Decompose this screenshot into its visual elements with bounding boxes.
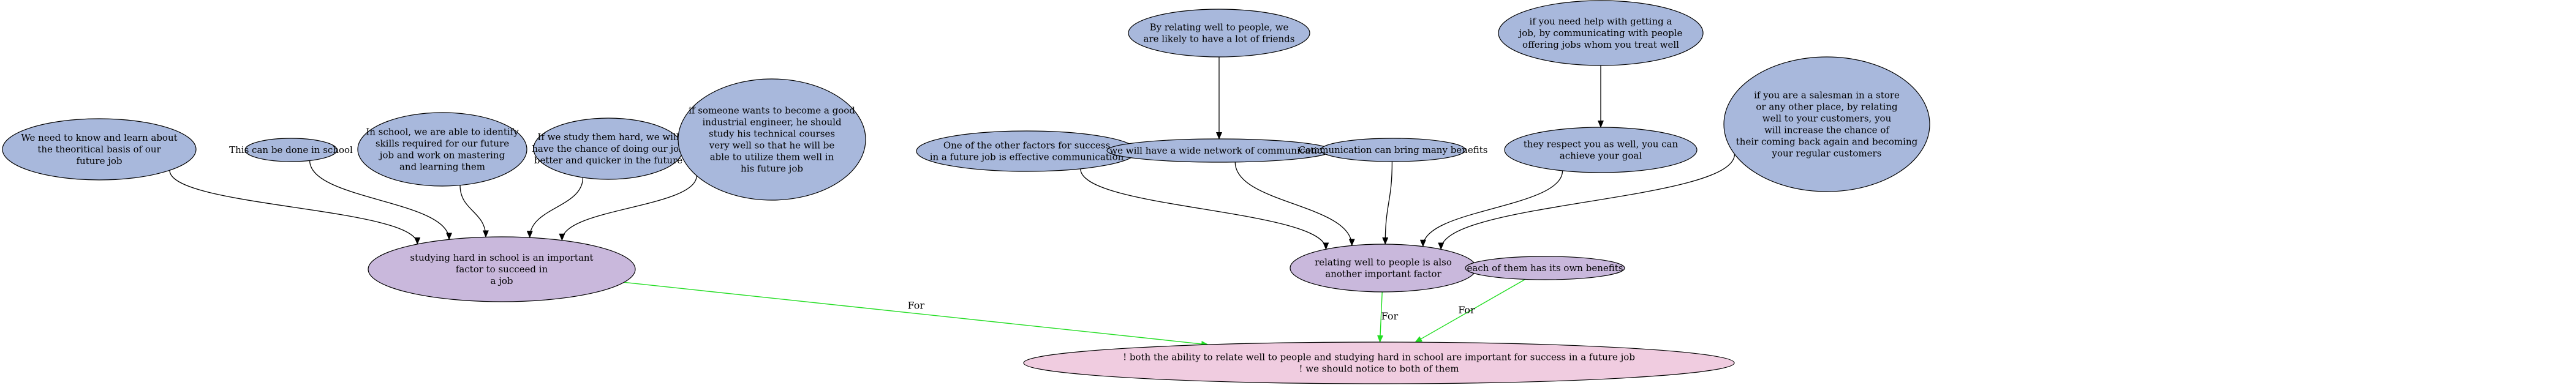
claim-node-text-line: studying hard in school is an important (410, 252, 593, 263)
conclusion-node-shape (1023, 341, 1735, 384)
edge-n12-to-c2 (1438, 154, 1736, 250)
premise-node-text-line: his future job (741, 163, 803, 174)
edge-n6-to-c2 (1080, 168, 1329, 250)
claim-node-text-line: each of them has its own benefits (1467, 263, 1623, 274)
premise-node-text-line: Communication can bring many benefits (1299, 144, 1488, 155)
premise-node-text-line: We need to know and learn about (21, 132, 177, 143)
edge-n9-to-c2 (1382, 161, 1393, 245)
claim-node-studying-hard-in-school-is-an-important: studying hard in school is an importantf… (368, 236, 636, 302)
premise-node-text-line: skills required for our future (376, 138, 509, 149)
claim-node-text-line: a job (491, 275, 513, 286)
edge-n4-to-c1 (526, 177, 584, 239)
premise-node-text-line: have the chance of doing our job (532, 143, 685, 154)
claim-node-shape (368, 236, 636, 302)
conclusion-node-both-the-ability-to-relate-well-to-peopl: ! both the ability to relate well to peo… (1023, 341, 1735, 384)
conclusion-node-text-line: ! we should notice to both of them (1299, 364, 1459, 375)
premise-node-text-line: job and work on mastering (379, 150, 505, 161)
edge-n1-to-c1 (169, 170, 421, 245)
premise-node-text-line: industrial engineer, he should (702, 117, 841, 128)
premise-node-text-line: One of the other factors for success (943, 140, 1110, 151)
premise-node-text-line: future job (77, 155, 123, 166)
premise-node-text-line: their coming back again and becoming (1736, 136, 1918, 147)
premise-node-shape (1128, 9, 1310, 58)
claim-node-text-line: factor to succeed in (456, 264, 548, 275)
premise-node-shape (1320, 138, 1466, 162)
premise-node-text-line: the theoritical basis of our (37, 144, 161, 155)
premise-node-text-line: very well so that he will be (709, 140, 835, 151)
premise-node-text-line: if you need help with getting a (1530, 16, 1672, 27)
premise-node-text-line: are likely to have a lot of friends (1144, 34, 1295, 45)
premise-node-in-school-we-are-able-to-identify: In school, we are able to identifyskills… (357, 112, 527, 187)
premise-node-text-line: This can be done in school (229, 144, 353, 155)
edge-c1-to-mc (624, 282, 1209, 347)
premise-node-we-will-have-a-wide-network-of-communica: we will have a wide network of communica… (1106, 138, 1332, 163)
edge-label-c3: For (1458, 304, 1475, 316)
premise-node-shape (2, 118, 197, 181)
edge-n5-to-c1 (559, 176, 697, 241)
premise-node-text-line: In school, we are able to identify (366, 127, 519, 138)
edge-c3-to-mc (1415, 278, 1526, 343)
edge-label-c1: For (908, 299, 925, 311)
premise-node-communication-can-bring-many-benefits: Communication can bring many benefits (1299, 138, 1488, 162)
premise-node-if-someone-wants-to-become-a-good: if someone wants to become a goodindustr… (678, 78, 866, 201)
premise-node-this-can-be-done-in-school: This can be done in school (229, 138, 353, 162)
edge-label-c2: For (1381, 310, 1399, 322)
premise-node-text-line: we will have a wide network of communica… (1109, 145, 1329, 156)
premise-node-text-line: offering jobs whom you treat well (1522, 39, 1679, 50)
premise-node-text-line: achieve your goal (1560, 151, 1642, 162)
premise-node-text-line: job, by communicating with people (1518, 28, 1683, 39)
premise-node-text-line: By relating well to people, we (1150, 22, 1289, 33)
premise-node-text-line: and learning them (399, 162, 485, 173)
edge-n8-to-c2 (1234, 162, 1355, 247)
premise-node-shape (1723, 56, 1930, 192)
premise-node-text-line: able to utilize them well in (710, 152, 834, 163)
premise-node-text-line: study his technical courses (709, 129, 835, 140)
premise-node-shape (1504, 127, 1698, 173)
premise-node-text-line: if someone wants to become a good (689, 105, 855, 116)
premise-node-they-respect-you-as-well-you-can: they respect you as well, you canachieve… (1504, 127, 1698, 173)
edge-n3-to-c1 (459, 185, 489, 238)
premise-node-shape (1498, 0, 1704, 66)
claim-node-each-of-them-has-its-own-benefits: each of them has its own benefits (1465, 256, 1625, 280)
claim-node-text-line: relating well to people is also (1315, 257, 1452, 268)
premise-node-text-line: they respect you as well, you can (1524, 139, 1679, 150)
edge-n11-to-c2 (1419, 170, 1563, 247)
claim-node-text-line: another important factor (1325, 269, 1441, 280)
premise-node-text-line: or any other place, by relating (1756, 102, 1898, 113)
conclusion-node-text-line: ! both the ability to relate well to peo… (1123, 352, 1635, 363)
premise-node-text-line: If we study them hard, we will (537, 132, 679, 143)
premise-node-shape (357, 112, 527, 187)
premise-node-shape (244, 138, 338, 162)
premise-node-text-line: if you are a salesman in a store (1754, 90, 1900, 101)
premise-node-text-line: better and quicker in the future (534, 155, 682, 166)
claim-node-shape (1465, 256, 1625, 280)
premise-node-text-line: well to your customers, you (1762, 113, 1892, 124)
premise-node-shape (678, 78, 866, 201)
edge-c2-to-mc (1377, 291, 1384, 343)
premise-node-text-line: in a future job is effective communicati… (930, 152, 1124, 163)
premise-node-text-line: will increase the chance of (1764, 125, 1890, 136)
premise-node-text-line: your regular customers (1772, 148, 1882, 159)
edge-n2-to-c1 (309, 160, 453, 241)
